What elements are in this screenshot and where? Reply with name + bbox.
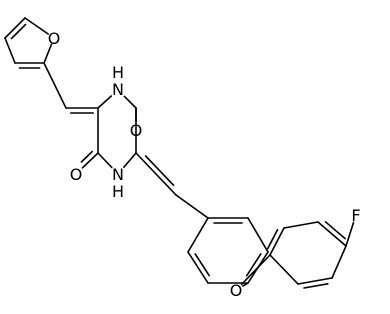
bond-a4-fA <box>345 221 355 247</box>
bond-f5-oF <box>43 43 53 64</box>
bond-f3-f4 <box>4 37 16 64</box>
bond-oF-f2 <box>24 17 50 35</box>
atom-label-o-top: O <box>130 121 143 140</box>
bond-b5-b6-double <box>194 253 210 277</box>
bond-n1-c4 <box>123 95 137 109</box>
atom-label-o-furan: O <box>48 29 61 48</box>
bond-a5-a6 <box>297 277 333 285</box>
bond-a2-a3 <box>283 221 319 229</box>
bond-a3-a4-double <box>324 221 346 240</box>
bond-c5-n2 <box>123 152 137 168</box>
bond-b6-b1 <box>187 217 209 253</box>
bond-a1-a2 <box>269 227 285 256</box>
atom-label-f: F <box>351 206 360 225</box>
bond-b4-oE <box>242 282 249 287</box>
bond-b2-b3 <box>247 217 269 253</box>
bond-ch2-b1 <box>175 194 209 219</box>
bond-a1-a2-double <box>266 228 279 250</box>
bond-c2-oL-double <box>80 150 93 163</box>
bond-c3-n1 <box>97 95 113 109</box>
bond-a3-a4 <box>317 221 347 247</box>
bond-c2-oL <box>81 152 99 169</box>
bond-b5-b6 <box>187 251 209 284</box>
atom-label-o-ether: O <box>230 281 243 300</box>
atom-label-o-left: O <box>70 165 83 184</box>
bond-a5-a6-double <box>303 282 329 289</box>
bond-a6-a1 <box>269 254 299 285</box>
bond-c5-ch2-double <box>144 155 175 187</box>
bonds <box>4 17 355 289</box>
bond-f2-f3-double <box>10 23 27 40</box>
bond-f5-ch1 <box>43 62 67 109</box>
bond-b3-b4-double <box>246 253 262 277</box>
bond-n2-c2 <box>97 152 113 169</box>
bond-a4-a5 <box>331 245 347 279</box>
bond-f2-f3 <box>4 17 26 39</box>
bond-c5-ch2 <box>135 152 177 196</box>
bond-oE-a1 <box>240 254 271 286</box>
